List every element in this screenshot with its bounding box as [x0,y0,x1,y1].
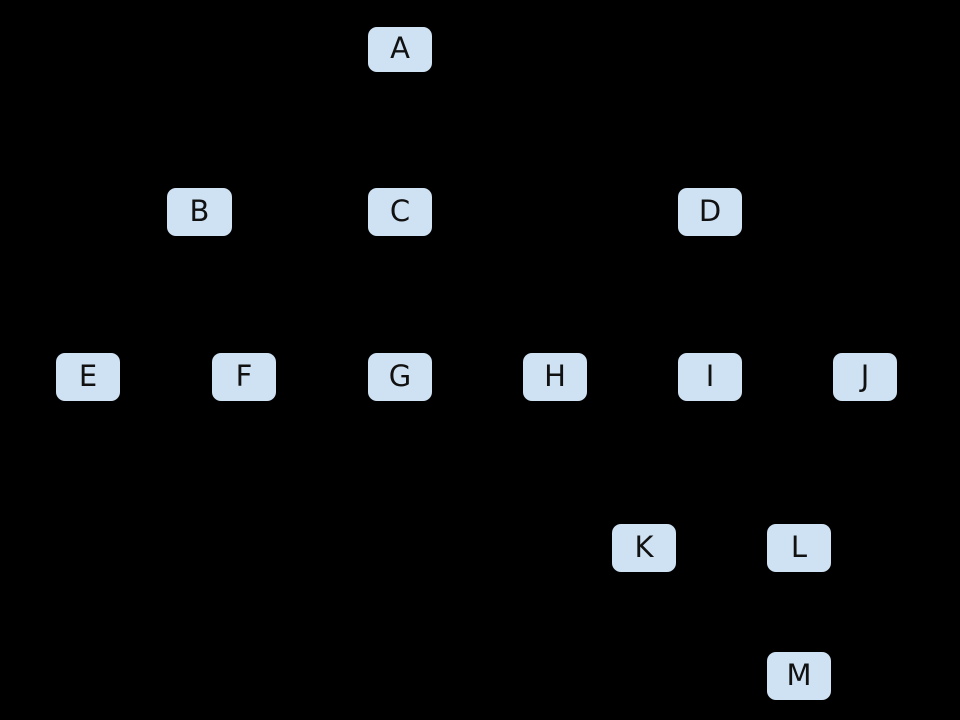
node-D: D [678,188,742,236]
node-label: F [235,358,253,393]
node-B: B [167,188,232,236]
node-label: D [698,193,722,228]
node-C: C [368,188,432,236]
node-label: I [705,358,715,393]
node-label: M [786,657,812,692]
node-K: K [612,524,676,572]
node-label: B [189,193,210,228]
node-label: A [390,31,410,65]
node-label: J [860,358,870,393]
node-E: E [56,353,120,401]
node-F: F [212,353,276,401]
node-I: I [678,353,742,401]
node-L: L [767,524,831,572]
node-label: G [388,358,412,393]
node-label: L [790,529,808,564]
node-label: E [78,358,98,393]
node-H: H [523,353,587,401]
node-label: C [389,193,411,228]
node-M: M [767,652,831,700]
node-label: H [544,358,566,393]
node-label: K [634,529,654,564]
node-G: G [368,353,432,401]
node-A: A [368,27,432,72]
node-J: J [833,353,897,401]
